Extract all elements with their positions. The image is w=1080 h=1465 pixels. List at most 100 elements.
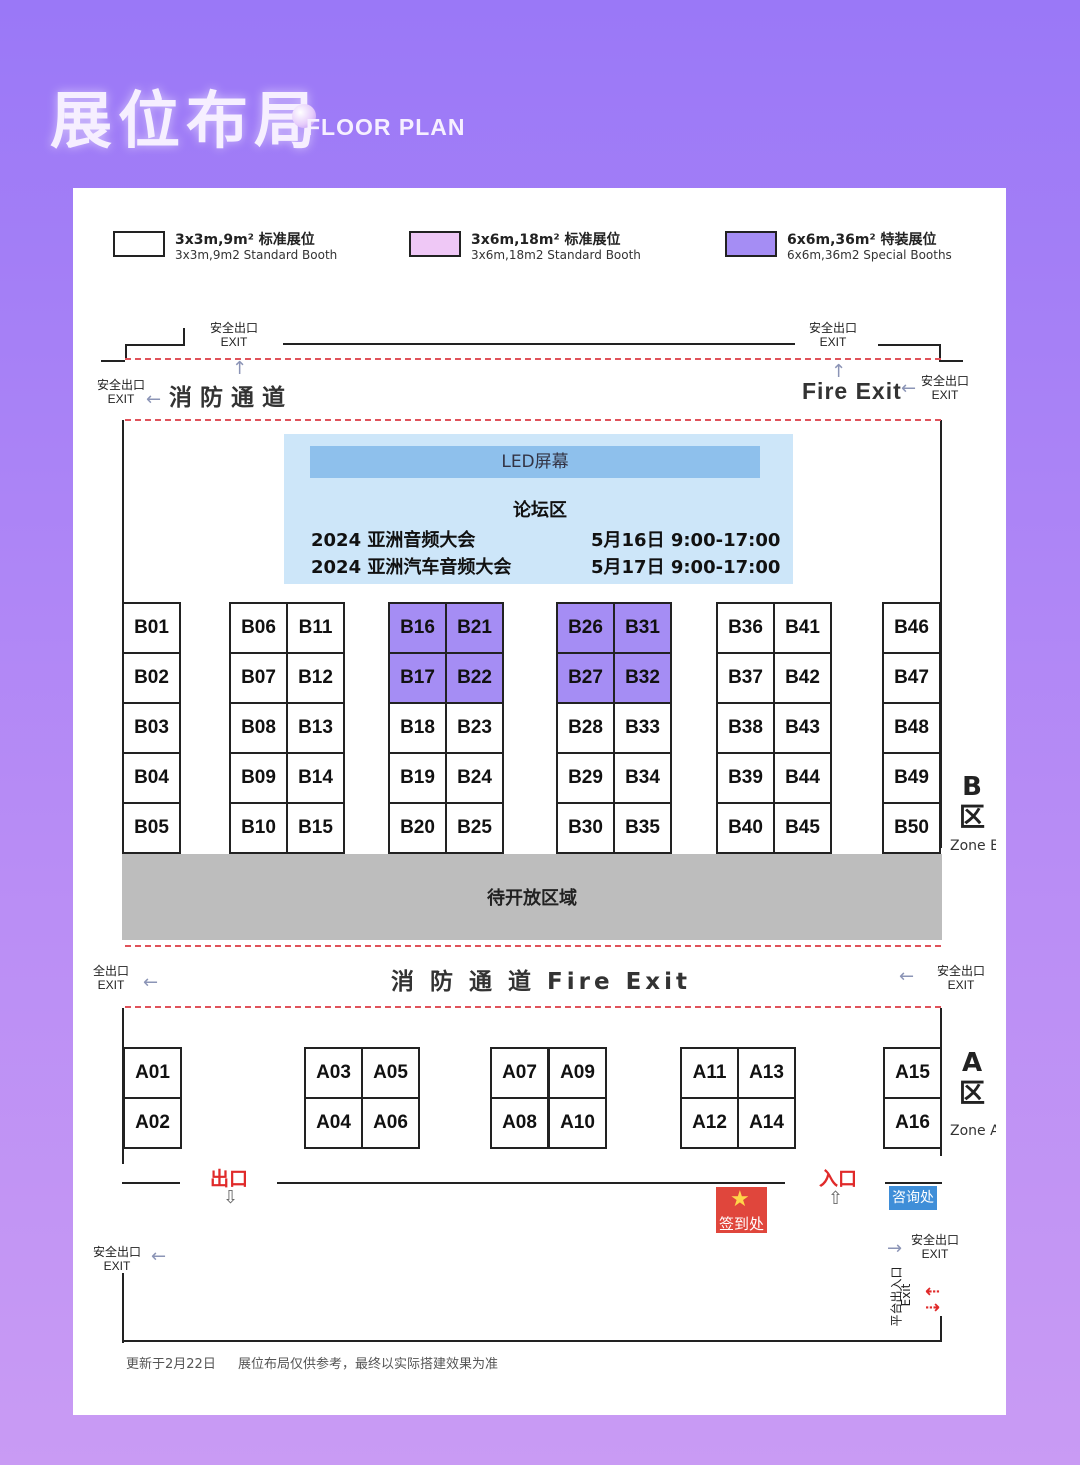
booth-b14[interactable]: B14 (286, 752, 345, 804)
booth-b36[interactable]: B36 (716, 602, 775, 654)
booth-b07[interactable]: B07 (229, 652, 288, 704)
booth-b34[interactable]: B34 (613, 752, 672, 804)
booth-b48[interactable]: B48 (882, 702, 941, 754)
booth-b40[interactable]: B40 (716, 802, 775, 854)
booth-b27[interactable]: B27 (556, 652, 615, 704)
booth-b26[interactable]: B26 (556, 602, 615, 654)
booth-b08[interactable]: B08 (229, 702, 288, 754)
booth-a03[interactable]: A03 (304, 1047, 363, 1099)
legend-cn-18m2: 3x6m,18m² 标准展位 (471, 232, 621, 248)
booth-b33[interactable]: B33 (613, 702, 672, 754)
left-arrow-icon: ← (899, 966, 915, 987)
booth-b46[interactable]: B46 (882, 602, 941, 654)
booth-a04[interactable]: A04 (304, 1097, 363, 1149)
booth-b28[interactable]: B28 (556, 702, 615, 754)
down-arrow-icon: ⇩ (223, 1187, 239, 1208)
booth-b16[interactable]: B16 (388, 602, 447, 654)
booth-b21[interactable]: B21 (445, 602, 504, 654)
booth-b12[interactable]: B12 (286, 652, 345, 704)
booth-b29[interactable]: B29 (556, 752, 615, 804)
booth-b31[interactable]: B31 (613, 602, 672, 654)
booth-a06[interactable]: A06 (361, 1097, 420, 1149)
booth-b23[interactable]: B23 (445, 702, 504, 754)
booth-a16[interactable]: A16 (883, 1097, 942, 1149)
booth-b37[interactable]: B37 (716, 652, 775, 704)
wall (885, 1182, 942, 1184)
wall (183, 328, 185, 346)
booth-a07[interactable]: A07 (490, 1047, 549, 1099)
booth-b38[interactable]: B38 (716, 702, 775, 754)
fire-lane-line (125, 358, 941, 360)
booth-b05[interactable]: B05 (122, 802, 181, 854)
booth-b19[interactable]: B19 (388, 752, 447, 804)
checkin-desk: ★ 签到处 (716, 1187, 767, 1233)
booth-a10[interactable]: A10 (548, 1097, 607, 1149)
fire-lane-label-cn: 消防通道 (169, 385, 293, 411)
wall (939, 360, 963, 362)
fire-lane-line (125, 419, 941, 421)
booth-b06[interactable]: B06 (229, 602, 288, 654)
booth-b04[interactable]: B04 (122, 752, 181, 804)
booth-b22[interactable]: B22 (445, 652, 504, 704)
exit-label-cn: 安全出口 (921, 374, 970, 388)
booth-b39[interactable]: B39 (716, 752, 775, 804)
legend-swatch-18m2 (409, 231, 461, 257)
booth-b49[interactable]: B49 (882, 752, 941, 804)
booth-a05[interactable]: A05 (361, 1047, 420, 1099)
booth-b13[interactable]: B13 (286, 702, 345, 754)
forum-title: 论坛区 (513, 500, 567, 521)
exit-label-en: EXIT (107, 392, 135, 406)
exit-label-cn: 全出口 (93, 964, 130, 978)
exit-label-cn: 安全出口 (93, 1245, 142, 1259)
booth-b35[interactable]: B35 (613, 802, 672, 854)
wall (125, 344, 127, 358)
booth-b43[interactable]: B43 (773, 702, 832, 754)
booth-a11[interactable]: A11 (680, 1047, 739, 1099)
booth-b03[interactable]: B03 (122, 702, 181, 754)
booth-b01[interactable]: B01 (122, 602, 181, 654)
led-screen: LED屏幕 (310, 446, 760, 478)
fire-lane-line (125, 945, 941, 947)
forum-event-time: 5月16日 9:00-17:00 (591, 530, 781, 551)
booth-b20[interactable]: B20 (388, 802, 447, 854)
booth-b32[interactable]: B32 (613, 652, 672, 704)
wall (940, 420, 942, 848)
booth-b18[interactable]: B18 (388, 702, 447, 754)
booth-b02[interactable]: B02 (122, 652, 181, 704)
booth-a14[interactable]: A14 (737, 1097, 796, 1149)
booth-a15[interactable]: A15 (883, 1047, 942, 1099)
exit-label-en: EXIT (947, 978, 975, 992)
booth-b25[interactable]: B25 (445, 802, 504, 854)
booth-a01[interactable]: A01 (123, 1047, 182, 1099)
booth-a09[interactable]: A09 (548, 1047, 607, 1099)
legend-swatch-36m2 (725, 231, 777, 257)
booth-b24[interactable]: B24 (445, 752, 504, 804)
booth-b11[interactable]: B11 (286, 602, 345, 654)
booth-b10[interactable]: B10 (229, 802, 288, 854)
footer-note: 展位布局仅供参考，最终以实际搭建效果为准 (237, 1357, 498, 1372)
booth-b17[interactable]: B17 (388, 652, 447, 704)
exit-label-en: EXIT (97, 978, 125, 992)
platform-label-en: Exit (899, 1283, 913, 1307)
booth-b45[interactable]: B45 (773, 802, 832, 854)
booth-b47[interactable]: B47 (882, 652, 941, 704)
booth-a08[interactable]: A08 (490, 1097, 549, 1149)
booth-b09[interactable]: B09 (229, 752, 288, 804)
wall (878, 344, 940, 346)
booth-b50[interactable]: B50 (882, 802, 941, 854)
page-title: 展位布局 (50, 84, 323, 157)
fire-lane-label-en: Fire Exit (802, 378, 902, 404)
booth-a02[interactable]: A02 (123, 1097, 182, 1149)
booth-a13[interactable]: A13 (737, 1047, 796, 1099)
left-arrow-icon: ← (901, 378, 917, 399)
booth-b44[interactable]: B44 (773, 752, 832, 804)
wall (122, 1182, 180, 1184)
booth-b42[interactable]: B42 (773, 652, 832, 704)
booth-b41[interactable]: B41 (773, 602, 832, 654)
booth-a12[interactable]: A12 (680, 1097, 739, 1149)
booth-b15[interactable]: B15 (286, 802, 345, 854)
booth-b30[interactable]: B30 (556, 802, 615, 854)
